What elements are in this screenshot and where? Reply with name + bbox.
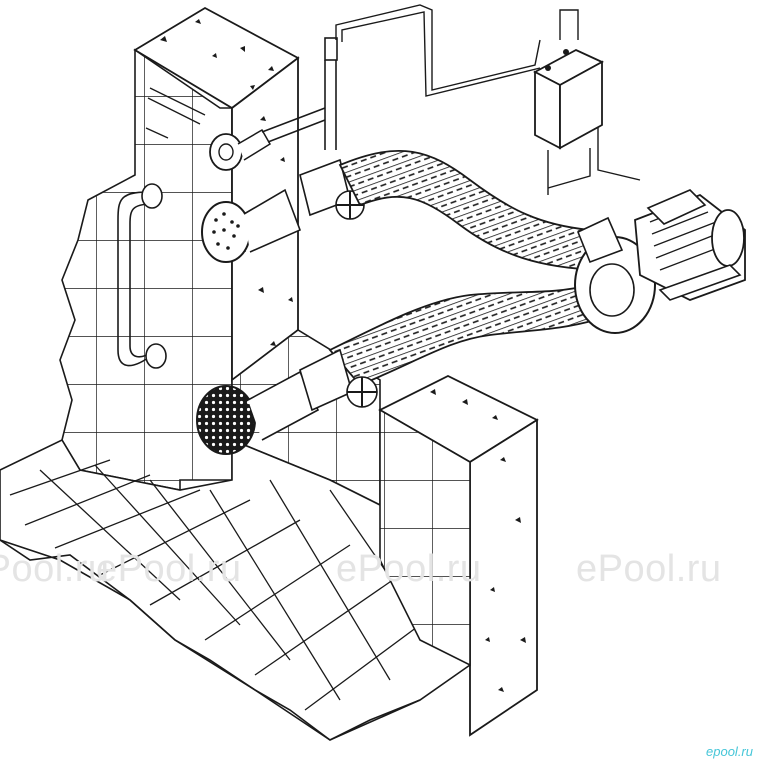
control-box xyxy=(533,48,604,150)
grab-handrail xyxy=(117,183,167,369)
suction-hose xyxy=(328,283,597,387)
pool-floor xyxy=(0,438,471,741)
lower-pipework xyxy=(299,348,378,412)
pressure-hose xyxy=(338,149,602,271)
front-concrete-block xyxy=(378,374,539,737)
suction-grid xyxy=(196,370,320,455)
counterflow-jet-nozzle xyxy=(201,188,302,263)
circulation-pump xyxy=(574,216,656,334)
air-nozzle-upper xyxy=(209,128,272,171)
corner-watermark: epool.ru xyxy=(706,744,753,759)
pump-motor xyxy=(634,189,746,301)
